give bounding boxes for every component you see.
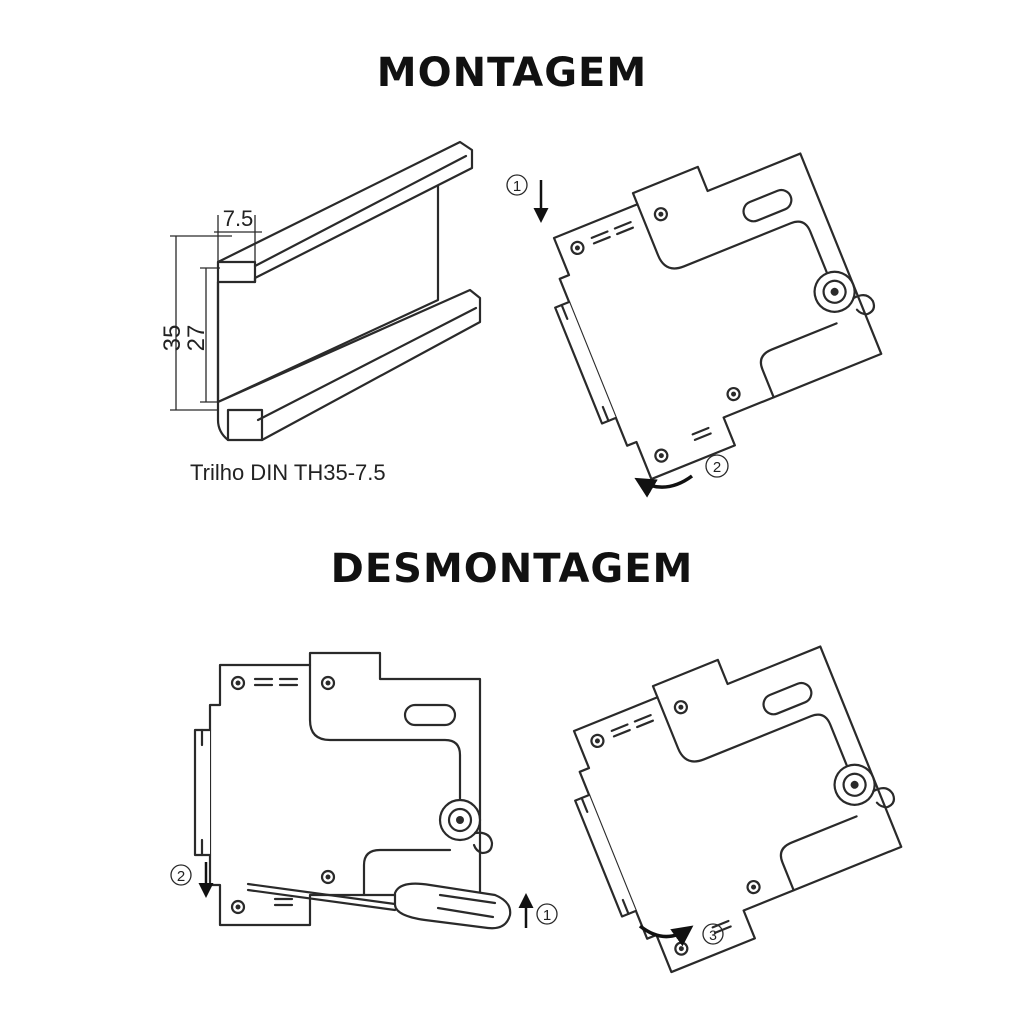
rail-caption: Trilho DIN TH35-7.5	[190, 460, 386, 485]
rail-dim-inner: 27	[183, 325, 210, 352]
breaker-mount-drawing	[525, 123, 905, 490]
unmount-step-3-marker: 3	[638, 923, 724, 947]
breaker-tilted-drawing	[545, 616, 925, 983]
breaker-unmount-drawing	[193, 651, 494, 927]
mount-step-2-marker: 2	[634, 454, 729, 498]
title-montagem: MONTAGEM	[376, 50, 648, 96]
unmount-step-2-marker: 2	[170, 862, 214, 898]
unmount-step-1-marker: 1	[518, 893, 558, 928]
rail-dim-top: 7.5	[223, 206, 254, 231]
title-desmontagem: DESMONTAGEM	[330, 546, 694, 592]
unmount-step-3-label: 3	[709, 927, 717, 943]
din-rail-drawing	[170, 140, 482, 442]
mount-step-1-label: 1	[513, 178, 521, 195]
unmount-step-1-label: 1	[543, 907, 551, 924]
unmount-rotate-arrow	[638, 924, 694, 947]
mount-step-1-marker: 1	[506, 174, 549, 223]
screwdriver	[246, 882, 512, 930]
mount-step-2-label: 2	[713, 459, 721, 476]
unmount-step-2-label: 2	[177, 868, 185, 885]
mount-rotate-arrow	[634, 474, 694, 498]
rail-dim-outer: 35	[159, 325, 186, 352]
